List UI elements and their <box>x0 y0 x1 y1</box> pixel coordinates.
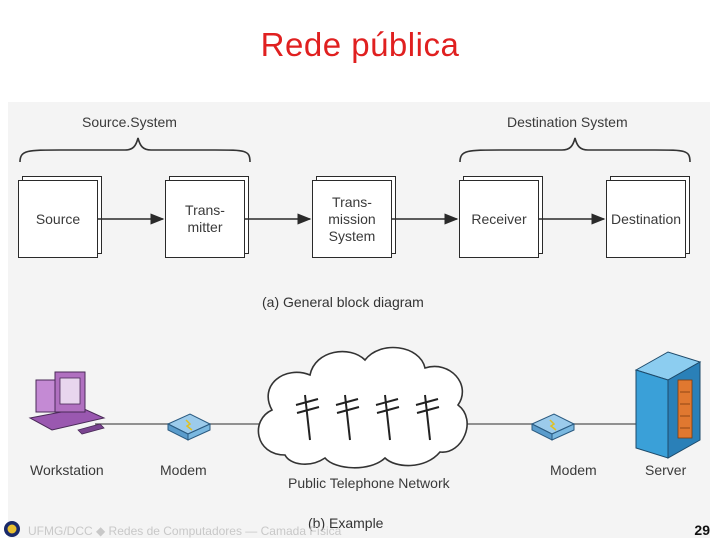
workstation-icon <box>28 371 106 435</box>
network-label: Public Telephone Network <box>288 475 450 491</box>
ufmg-logo-icon <box>4 521 20 537</box>
slide-title: Rede pública <box>260 26 460 63</box>
caption-a: (a) General block diagram <box>262 294 424 310</box>
workstation-label: Workstation <box>30 462 104 478</box>
modem-left-icon <box>166 413 212 441</box>
block-source: Source <box>18 180 98 258</box>
page-number: 29 <box>694 522 710 538</box>
destination-system-label: Destination System <box>507 114 628 130</box>
server-icon <box>634 351 702 459</box>
destination-system-brace <box>459 137 691 163</box>
block-transmitter: Trans- mitter <box>165 180 245 258</box>
server-label: Server <box>645 462 687 478</box>
source-system-label: Source.System <box>82 114 177 130</box>
block-receiver: Receiver <box>459 180 539 258</box>
telephone-poles <box>295 394 440 441</box>
slide-footer: UFMG/DCC ◆ Redes de Computadores — Camad… <box>28 524 342 538</box>
block-destination: Destination <box>606 180 686 258</box>
block-transmission-system: Trans- mission System <box>312 180 392 258</box>
caption-b: (b) Example <box>308 515 384 531</box>
modem-right-icon <box>530 413 576 441</box>
modem-right-label: Modem <box>550 462 597 478</box>
source-system-brace <box>19 137 251 163</box>
modem-left-label: Modem <box>160 462 207 478</box>
